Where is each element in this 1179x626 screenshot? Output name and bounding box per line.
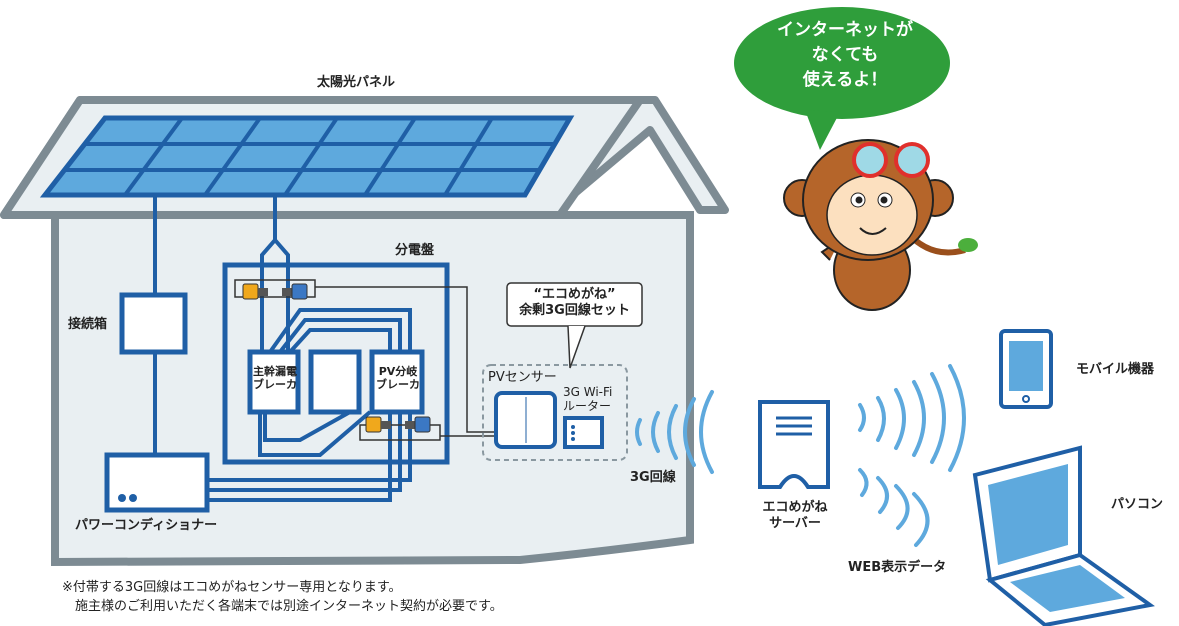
solar-panel-label: 太陽光パネル [317,75,396,90]
server-label: エコめがね サーバー [745,500,845,531]
footnote-line2: 施主様のご利用いただく各端末では別途インターネット契約が必要です。 [62,599,503,614]
pc-label: パソコン [1111,497,1164,512]
set-callout-line2: 余剰3G回線セット [519,302,630,318]
laptop-icon [972,445,1155,626]
web-data-label: WEB表示データ [848,560,947,575]
server-line1: エコめがね [762,500,828,515]
main-breaker-line2: ブレーカ [253,378,297,392]
mobile-label: モバイル機器 [1076,362,1155,377]
set-callout-line1: “エコめがね” [533,287,616,302]
pv-sensor-label: PVセンサー [488,370,557,385]
solar-panel [39,115,575,198]
router-line2: ルーター [563,399,612,414]
speech-line3: 使えるよ！ [802,70,888,90]
server-icon [758,400,830,489]
speech-line1: インターネットが [777,20,913,40]
speech-bubble-text: インターネットが なくても 使えるよ！ [745,18,945,93]
server-line2: サーバー [769,515,821,531]
junction-box-label: 接続箱 [68,317,108,332]
wiring [153,195,412,502]
speech-bubble [734,7,950,150]
footnote-line1: ※付帯する3G回線はエコめがねセンサー専用となります。 [62,580,402,595]
signal-waves [635,364,966,547]
router-label: 3G Wi-Fi ルーター [563,385,612,414]
pv-breaker-line1: PV分岐 [378,365,418,378]
pv-breaker-label: PV分岐 ブレーカ [372,365,424,391]
tablet-icon [999,329,1053,409]
footnote: ※付帯する3G回線はエコめがねセンサー専用となります。 施主様のご利用いただく各… [62,578,503,616]
set-callout-text: “エコめがね” 余剰3G回線セット [507,287,642,318]
router-line1: 3G Wi-Fi [563,385,613,399]
main-breaker-label: 主幹漏電 ブレーカ [250,365,300,391]
monkey-mascot [783,139,978,311]
ct-sensors [234,279,496,441]
distribution-board-label: 分電盤 [395,243,435,258]
callout-bubble [506,282,643,369]
3g-line-label: 3G回線 [630,470,676,485]
power-conditioner-label: パワーコンディショナー [75,518,218,533]
pv-breaker-line2: ブレーカ [376,378,420,392]
main-breaker-line1: 主幹漏電 [253,365,297,378]
speech-line2: なくても [811,45,879,65]
